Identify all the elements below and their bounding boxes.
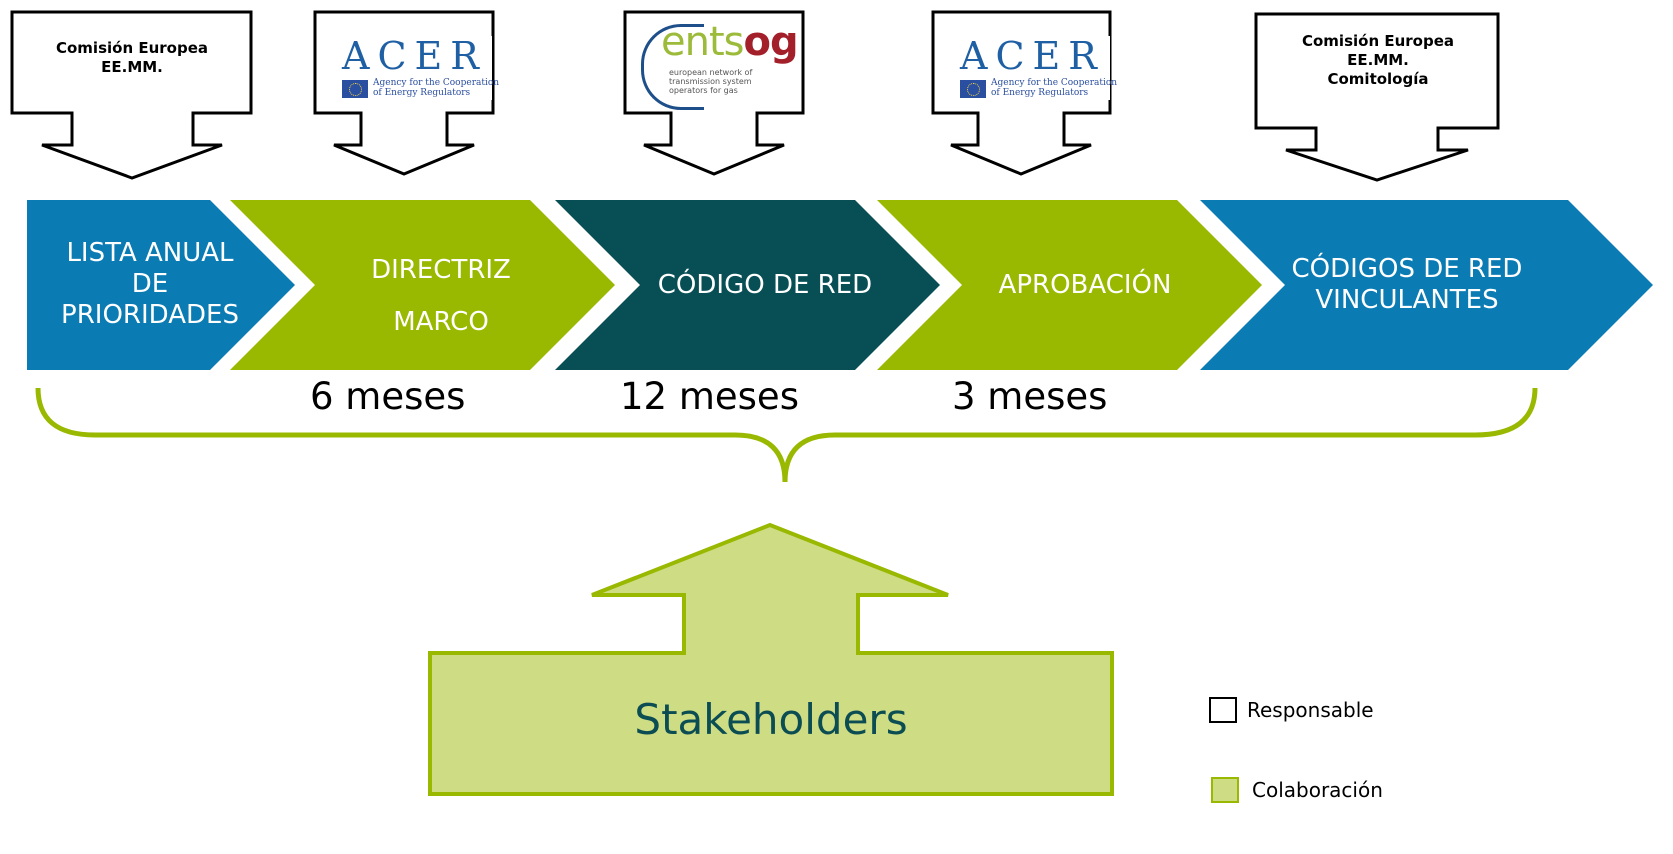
chevron-codigos-vinculantes bbox=[1200, 200, 1653, 370]
chevron-aprobacion bbox=[877, 200, 1262, 370]
chevron-line: LISTA ANUAL bbox=[66, 238, 234, 268]
legend-responsable-swatch bbox=[1209, 697, 1237, 723]
stakeholders-label: Stakeholders bbox=[634, 695, 908, 744]
acer-subtitle-line: of Energy Regulators bbox=[373, 88, 471, 98]
callout-text-comitologia: Comisión Europea EE.MM. Comitología bbox=[1266, 32, 1490, 89]
callout-arrow-comision bbox=[10, 10, 253, 180]
entsog-logo: entsog european network of transmission … bbox=[639, 20, 799, 110]
acer-logo-word: ACER bbox=[342, 34, 487, 78]
chevron-line: PRIORIDADES bbox=[61, 300, 239, 330]
chevron-label-directriz-marco: DIRECTRIZ MARCO bbox=[330, 244, 552, 348]
chevron-line: MARCO bbox=[393, 307, 489, 337]
callout-text-comision: Comisión Europea EE.MM. bbox=[22, 39, 242, 77]
legend-colaboracion-label: Colaboración bbox=[1252, 778, 1383, 802]
acer-subtitle-line: Agency for the Cooperation bbox=[373, 78, 500, 88]
acer-subtitle-line: Agency for the Cooperation bbox=[991, 78, 1118, 88]
eu-flag-icon bbox=[960, 80, 986, 98]
acer-logo-word: ACER bbox=[960, 34, 1105, 78]
entsog-logo-subtitle: european network of transmission system … bbox=[669, 68, 753, 95]
callout-line: Comisión Europea bbox=[55, 39, 209, 57]
entsog-swirl-icon bbox=[641, 24, 704, 110]
chevron-line: CÓDIGO DE RED bbox=[657, 270, 873, 300]
acer-logo: ACER Agency for the Cooperation of Energ… bbox=[948, 34, 1117, 100]
chevron-label-aprobacion: APROBACIÓN bbox=[960, 270, 1210, 301]
chevron-label-lista-anual: LISTA ANUAL DE PRIORIDADES bbox=[40, 238, 260, 331]
callout-line: EE.MM. bbox=[1347, 51, 1409, 69]
chevron-lista-anual bbox=[27, 200, 295, 370]
brace bbox=[35, 387, 1538, 483]
chevron-line: DIRECTRIZ bbox=[371, 255, 511, 285]
duration-aprobacion: 3 meses bbox=[952, 375, 1108, 418]
callout-line: EE.MM. bbox=[101, 58, 163, 76]
duration-codigo: 12 meses bbox=[620, 375, 799, 418]
callout-line: Comitología bbox=[1327, 70, 1429, 88]
entsog-word-light: ents bbox=[661, 19, 744, 65]
acer-logo: ACER Agency for the Cooperation of Energ… bbox=[330, 34, 499, 100]
stakeholders-arrow bbox=[428, 522, 1114, 796]
acer-logo-subtitle: Agency for the Cooperation of Energy Reg… bbox=[373, 78, 499, 98]
acer-subtitle-line: of Energy Regulators bbox=[991, 88, 1089, 98]
legend-colaboracion-swatch bbox=[1211, 777, 1239, 803]
acer-logo-subtitle: Agency for the Cooperation of Energy Reg… bbox=[991, 78, 1117, 98]
chevron-line: DE bbox=[131, 269, 169, 299]
entsog-word-bold: og bbox=[743, 19, 798, 65]
chevron-label-codigos-vinculantes: CÓDIGOS DE RED VINCULANTES bbox=[1272, 254, 1542, 316]
eu-flag-icon bbox=[342, 80, 368, 98]
chevron-codigo-de-red bbox=[555, 200, 940, 370]
chevron-line: VINCULANTES bbox=[1315, 285, 1499, 315]
chevron-label-codigo-de-red: CÓDIGO DE RED bbox=[630, 270, 900, 301]
chevron-line: APROBACIÓN bbox=[998, 270, 1172, 300]
callout-arrow-comision-comitologia bbox=[1254, 12, 1500, 182]
chevron-directriz-marco bbox=[230, 200, 615, 370]
callout-line: Comisión Europea bbox=[1301, 32, 1455, 50]
entsog-logo-word: entsog bbox=[661, 19, 799, 65]
chevron-line: CÓDIGOS DE RED bbox=[1291, 254, 1523, 284]
duration-directriz: 6 meses bbox=[310, 375, 466, 418]
legend-responsable-label: Responsable bbox=[1247, 698, 1374, 722]
